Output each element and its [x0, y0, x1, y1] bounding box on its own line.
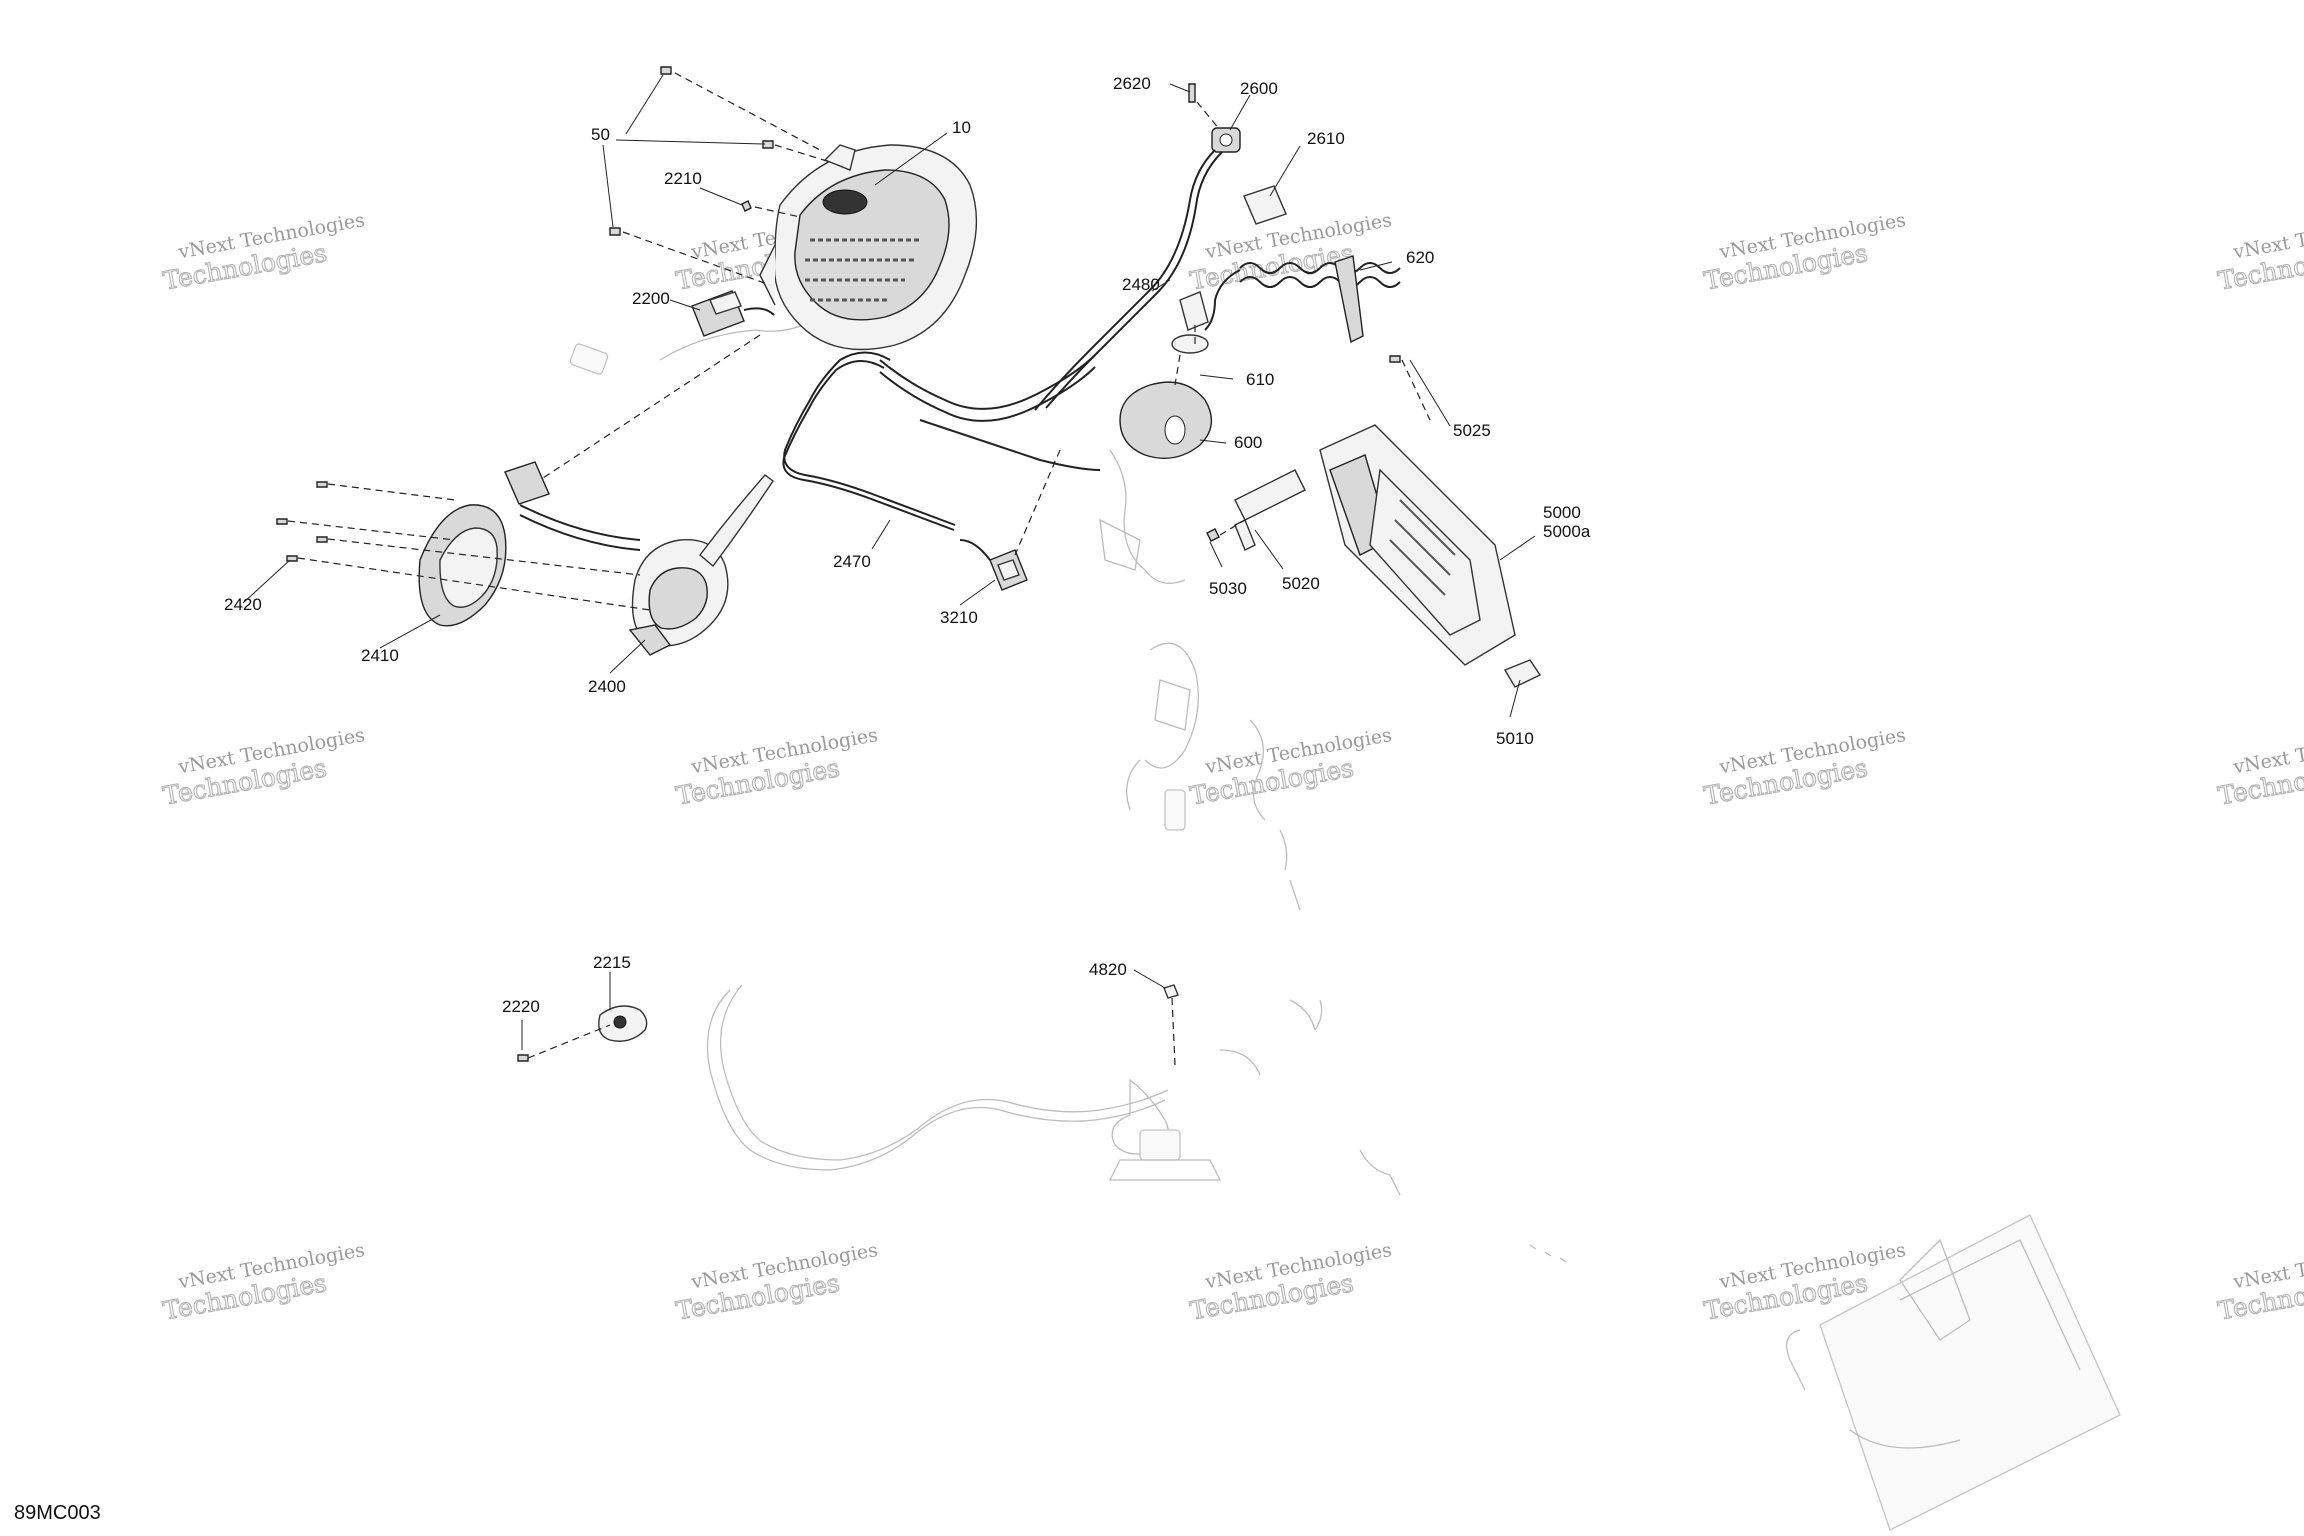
instrument-cluster-part: [759, 144, 978, 351]
callout-2620: 2620: [1113, 74, 1151, 93]
coiled-cord-620-part: [1204, 255, 1401, 344]
callout-2470: 2470: [833, 552, 871, 571]
callout-2600: 2600: [1240, 79, 1278, 98]
ghost-context-parts: [569, 319, 2121, 1531]
harness-2470-part: [782, 351, 991, 561]
screw-2210-part: [741, 200, 752, 212]
bracket-2215-part: [517, 1005, 648, 1062]
callout-5000a: 5000a: [1543, 522, 1591, 541]
callout-5010: 5010: [1496, 729, 1534, 748]
callout-5025: 5025: [1453, 421, 1491, 440]
callout-610: 610: [1246, 370, 1274, 389]
callout-600: 600: [1234, 433, 1262, 452]
callout-2215: 2215: [593, 953, 631, 972]
sensor-2600-part: [1034, 83, 1287, 411]
callout-2410: 2410: [361, 646, 399, 665]
switch-600-part: [1119, 291, 1213, 459]
callout-3210: 3210: [940, 608, 978, 627]
callout-5000: 5000: [1543, 503, 1581, 522]
callout-50: 50: [591, 125, 610, 144]
diagram-code: 89MC003: [14, 1502, 101, 1524]
module-5000-part: [1319, 424, 1542, 688]
screws-50-part: [609, 66, 774, 236]
watermark: vNext Technologies Technologies vNext Te…: [160, 209, 2304, 1326]
callout-2480: 2480: [1122, 275, 1160, 294]
leader-lines: [242, 74, 1536, 1050]
callout-2420: 2420: [224, 595, 262, 614]
harness-2480-part: [879, 354, 1101, 471]
callout-2200: 2200: [632, 289, 670, 308]
switch-housing-2400-part: [276, 461, 774, 656]
assembly-lines: [287, 72, 1431, 1066]
callout-620: 620: [1406, 248, 1434, 267]
callout-2220: 2220: [502, 997, 540, 1016]
bracket-5020-part: [1206, 355, 1401, 551]
nut-4820-part: [1163, 984, 1179, 999]
connector-3210-part: [989, 549, 1028, 591]
callout-2610: 2610: [1307, 129, 1345, 148]
callout-2400: 2400: [588, 677, 626, 696]
callout-5020: 5020: [1282, 574, 1320, 593]
callout-10: 10: [952, 118, 971, 137]
callout-labels: 10 50 2210 2200 2620 2600 2610 620 2480 …: [224, 74, 1591, 1016]
callout-4820: 4820: [1089, 960, 1127, 979]
connector-2200-part: [691, 290, 775, 337]
callout-5030: 5030: [1209, 579, 1247, 598]
callout-2210: 2210: [664, 169, 702, 188]
